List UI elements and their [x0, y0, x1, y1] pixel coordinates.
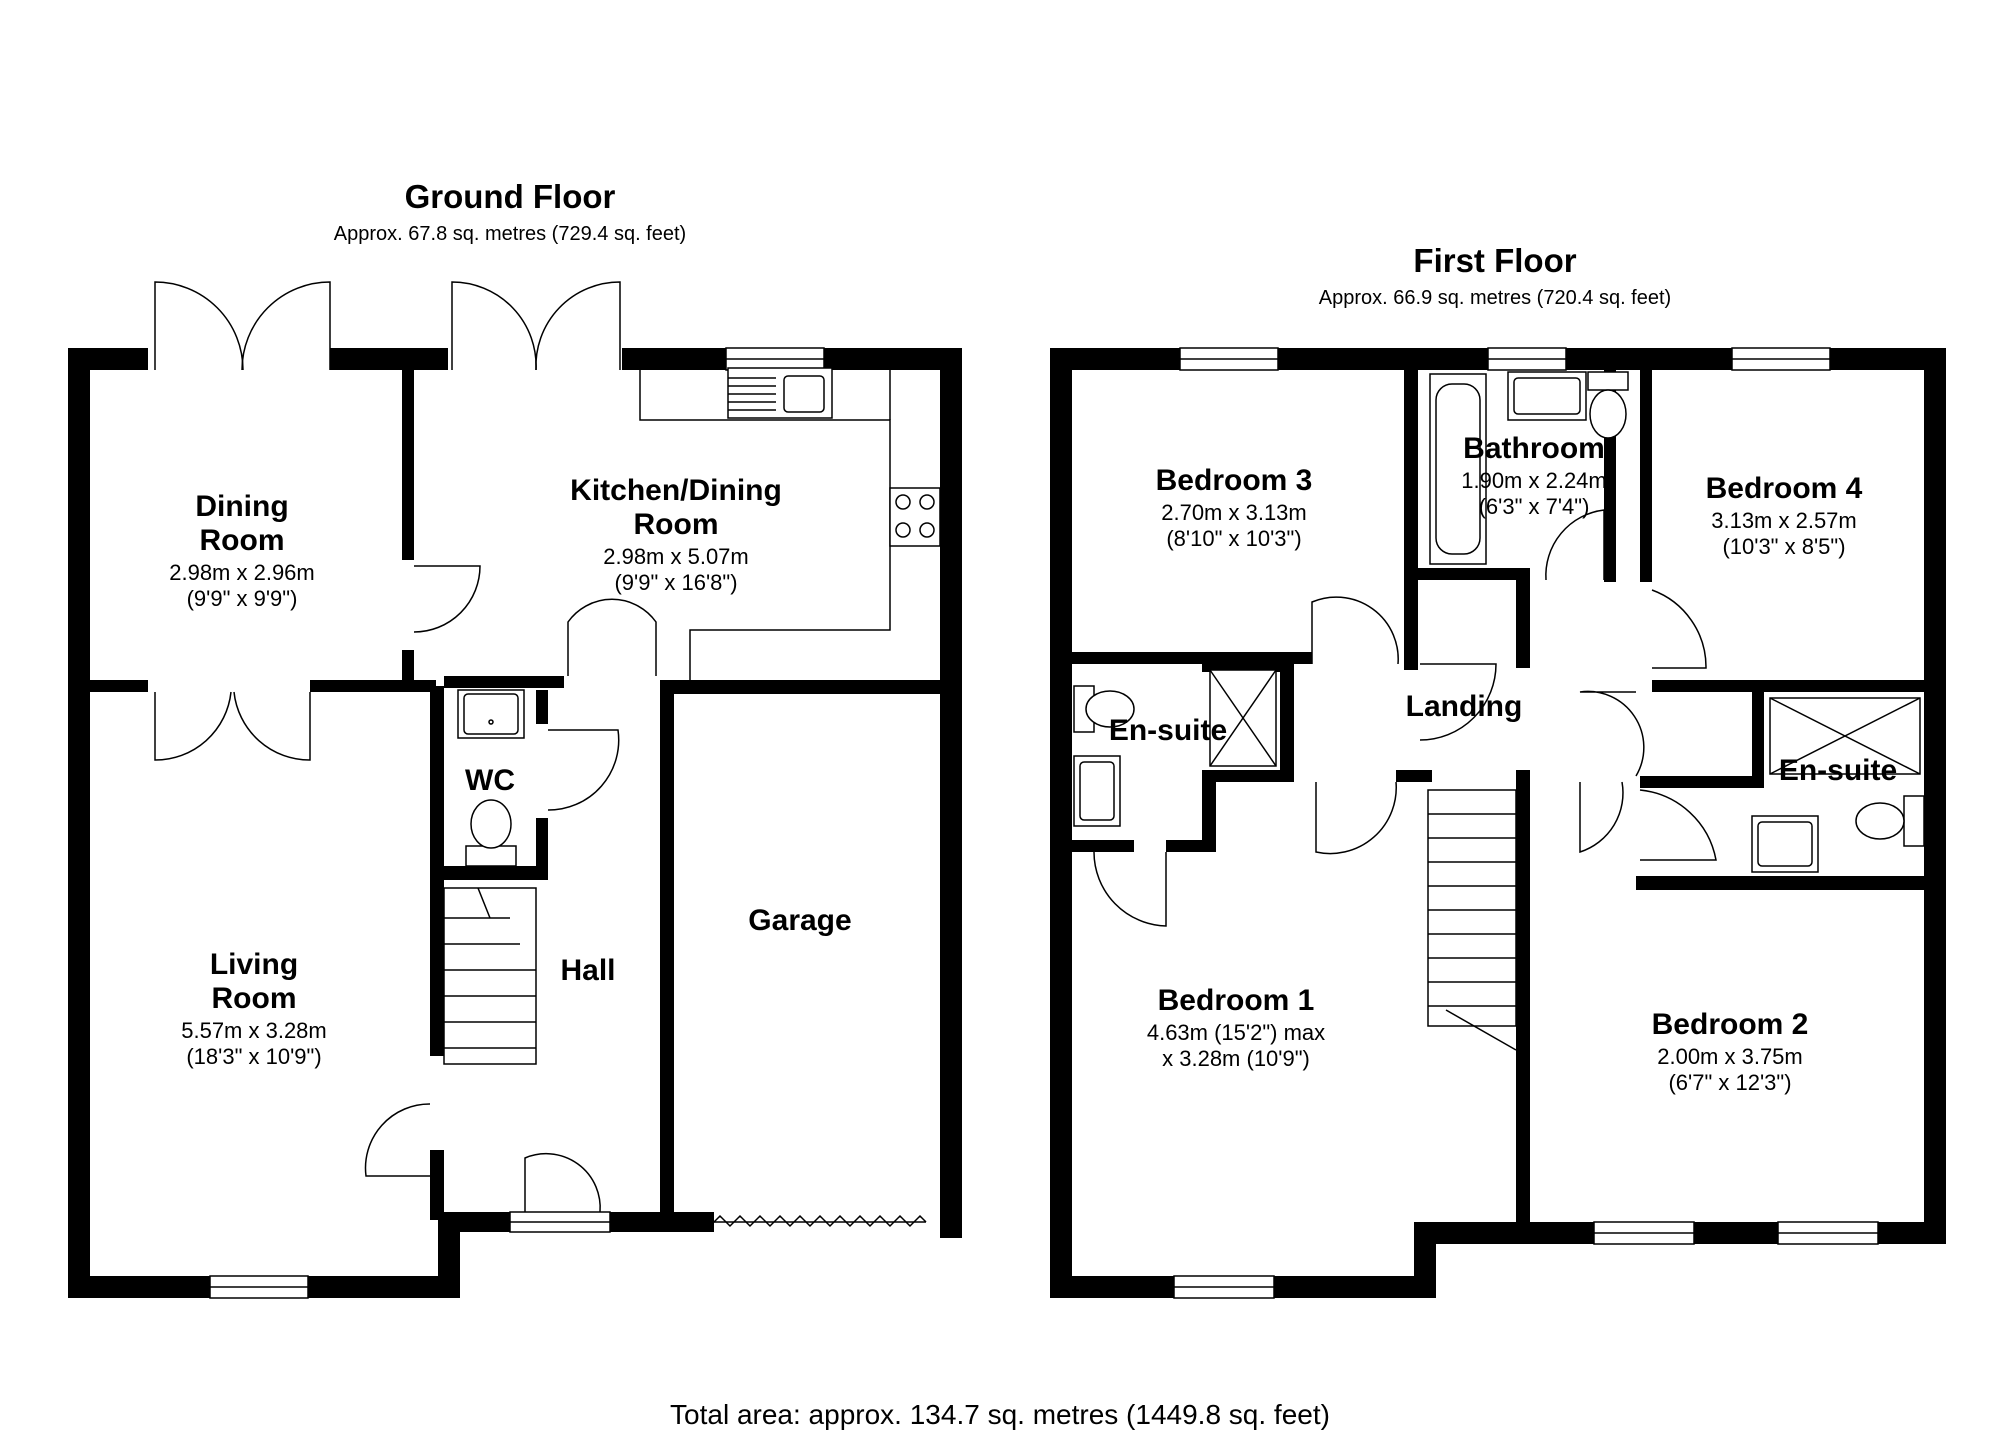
- room-bedroom2: Bedroom 2 2.00m x 3.75m (6'7" x 12'3"): [1652, 1008, 1809, 1095]
- room-wc-name: WC: [465, 764, 515, 797]
- room-bathroom: Bathroom 1.90m x 2.24m (6'3" x 7'4"): [1461, 432, 1607, 519]
- ground-floor-area: Approx. 67.8 sq. metres (729.4 sq. feet): [334, 223, 686, 245]
- room-bathroom-name: Bathroom: [1463, 432, 1605, 465]
- ground-floor-title: Ground Floor: [405, 178, 616, 215]
- room-bedroom1-dim: 4.63m (15'2") max: [1147, 1020, 1325, 1045]
- room-dining-name: Dining: [195, 490, 288, 523]
- first-floor-walls: [1050, 348, 1946, 1298]
- room-kitchen-name: Kitchen/Dining: [570, 474, 782, 507]
- room-ensuite2-name: En-suite: [1779, 754, 1897, 787]
- room-dining-dim: 2.98m x 2.96m: [169, 560, 315, 585]
- ground-stairs: [443, 887, 537, 1065]
- room-kitchen: Kitchen/Dining Room 2.98m x 5.07m (9'9" …: [570, 474, 782, 595]
- room-bathroom-dim: 1.90m x 2.24m: [1461, 468, 1607, 493]
- room-bedroom2-dim-imperial: (6'7" x 12'3"): [1668, 1070, 1791, 1095]
- room-dining: Dining Room 2.98m x 2.96m (9'9" x 9'9"): [169, 490, 315, 611]
- room-bedroom4-dim-imperial: (10'3" x 8'5"): [1722, 534, 1845, 559]
- room-bathroom-dim-imperial: (6'3" x 7'4"): [1479, 494, 1590, 519]
- ground-floor-walls: [68, 348, 962, 1298]
- room-bedroom3-name: Bedroom 3: [1156, 464, 1313, 497]
- room-bedroom1-name: Bedroom 1: [1158, 984, 1315, 1017]
- room-kitchen-dim: 2.98m x 5.07m: [603, 544, 749, 569]
- room-bedroom3-dim: 2.70m x 3.13m: [1161, 500, 1307, 525]
- room-landing-name: Landing: [1406, 690, 1523, 723]
- room-living-name-2: Room: [212, 982, 297, 1015]
- room-kitchen-dim-imperial: (9'9" x 16'8"): [614, 570, 737, 595]
- room-hall-name: Hall: [560, 954, 615, 987]
- room-bedroom1: Bedroom 1 4.63m (15'2") max x 3.28m (10'…: [1147, 984, 1325, 1071]
- room-garage-name: Garage: [748, 904, 851, 937]
- room-bedroom4-dim: 3.13m x 2.57m: [1711, 508, 1857, 533]
- room-kitchen-name-2: Room: [634, 508, 719, 541]
- room-living-dim: 5.57m x 3.28m: [181, 1018, 327, 1043]
- room-living-name: Living: [210, 948, 298, 981]
- room-bedroom2-dim: 2.00m x 3.75m: [1657, 1044, 1803, 1069]
- room-bedroom4-name: Bedroom 4: [1706, 472, 1863, 505]
- room-living: Living Room 5.57m x 3.28m (18'3" x 10'9"…: [181, 948, 327, 1069]
- room-living-dim-imperial: (18'3" x 10'9"): [186, 1044, 321, 1069]
- total-area: Total area: approx. 134.7 sq. metres (14…: [670, 1399, 1330, 1430]
- ground-floor-plan: Ground Floor Approx. 67.8 sq. metres (72…: [68, 178, 962, 1299]
- room-bedroom4: Bedroom 4 3.13m x 2.57m (10'3" x 8'5"): [1706, 472, 1863, 559]
- room-bedroom3-dim-imperial: (8'10" x 10'3"): [1166, 526, 1301, 551]
- first-floor-fixtures: [1073, 347, 1925, 1299]
- ground-floor-fixtures: [154, 281, 941, 1299]
- first-floor-plan: First Floor Approx. 66.9 sq. metres (720…: [1050, 242, 1946, 1299]
- room-ensuite1-name: En-suite: [1109, 714, 1227, 747]
- room-bedroom1-dim-2: x 3.28m (10'9"): [1162, 1046, 1310, 1071]
- first-floor-title: First Floor: [1413, 242, 1576, 279]
- room-dining-name-2: Room: [200, 524, 285, 557]
- room-bedroom3: Bedroom 3 2.70m x 3.13m (8'10" x 10'3"): [1156, 464, 1313, 551]
- room-bedroom2-name: Bedroom 2: [1652, 1008, 1809, 1041]
- first-floor-stairs: [1427, 789, 1517, 1051]
- room-dining-dim-imperial: (9'9" x 9'9"): [187, 586, 298, 611]
- first-floor-area: Approx. 66.9 sq. metres (720.4 sq. feet): [1319, 287, 1671, 309]
